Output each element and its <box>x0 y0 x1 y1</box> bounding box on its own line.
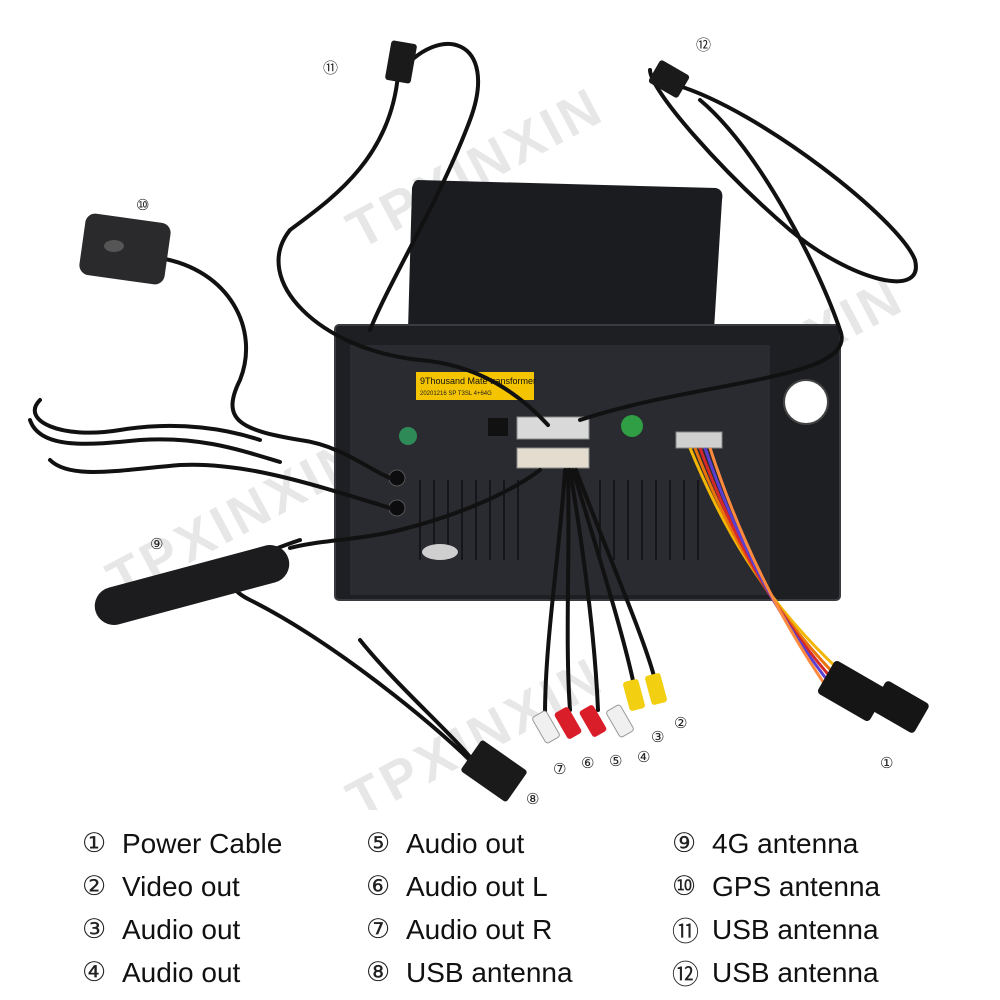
rca-plugs <box>532 673 667 744</box>
power-harness <box>688 447 851 693</box>
sticker <box>621 415 643 437</box>
usb-port <box>488 418 508 436</box>
legend-number: ⑧ <box>366 957 391 988</box>
callout-3: ③ <box>651 728 664 746</box>
legend-item: ⑥ Audio out L <box>366 865 573 908</box>
usb-plug <box>385 40 417 84</box>
legend-item: ① Power Cable <box>82 822 282 865</box>
legend-number: ⑫ <box>672 960 699 991</box>
legend-number: ④ <box>82 957 107 988</box>
legend-column: ⑤ Audio out ⑥ Audio out L ⑦ Audio out R ⑧ US… <box>366 822 573 994</box>
legend-column: ① Power Cable ② Video out ③ Audio out ④ Audi… <box>82 822 282 994</box>
legend-item: ② Video out <box>82 865 282 908</box>
legend-label: USB antenna <box>712 913 879 945</box>
legend-label: 4G antenna <box>712 827 859 859</box>
legend-label: Audio out <box>406 827 525 859</box>
usb-plug <box>461 740 527 802</box>
diagram-svg: TPXINXIN TPXINXIN TPXINXIN TPXINXIN 9Tho… <box>28 36 929 831</box>
legend-label: Video out <box>122 870 240 902</box>
connector-block <box>516 416 590 440</box>
mount-hole <box>783 379 829 425</box>
legend: ① Power Cable ② Video out ③ Audio out ④ Audi… <box>0 822 1000 1000</box>
legend-item: ⑧ USB antenna <box>366 951 573 994</box>
power-connector <box>675 431 723 449</box>
legend-item: ④ Audio out <box>82 951 282 994</box>
callout-6: ⑥ <box>581 754 594 772</box>
legend-item: ⑨ 4G antenna <box>672 822 880 865</box>
legend-item: ⑪ USB antenna <box>672 908 880 951</box>
power-plug <box>817 661 929 733</box>
callout-8: ⑧ <box>526 790 539 808</box>
model-label-text: 9Thousand Mate transformer <box>420 376 536 386</box>
gps-port <box>399 427 417 445</box>
model-label-subtext: 20201216 SP T3SL 4+64G <box>420 391 492 397</box>
legend-label: Audio out <box>122 956 241 988</box>
callout-5: ⑤ <box>609 752 622 770</box>
legend-number: ③ <box>82 914 107 945</box>
legend-number: ⑦ <box>366 914 391 945</box>
legend-number: ⑥ <box>366 871 391 902</box>
callout-7: ⑦ <box>553 760 566 778</box>
product-diagram: TPXINXIN TPXINXIN TPXINXIN TPXINXIN 9Tho… <box>28 36 929 831</box>
legend-number: ⑪ <box>672 917 699 948</box>
legend-label: GPS antenna <box>712 870 881 902</box>
callout-12: ⑫ <box>696 36 711 54</box>
legend-label: USB antenna <box>406 956 573 988</box>
legend-label: USB antenna <box>712 956 879 988</box>
callout-2: ② <box>674 714 687 732</box>
legend-item: ⑫ USB antenna <box>672 951 880 994</box>
legend-number: ⑨ <box>672 828 697 859</box>
legend-item: ⑩ GPS antenna <box>672 865 880 908</box>
callout-10: ⑩ <box>136 196 149 214</box>
legend-number: ⑩ <box>672 871 697 902</box>
callout-1: ① <box>880 754 893 772</box>
legend-label: Power Cable <box>122 827 283 859</box>
gps-antenna <box>79 213 171 285</box>
legend-label: Audio out L <box>406 870 548 902</box>
legend-label: Audio out R <box>406 913 553 945</box>
legend-number: ⑤ <box>366 828 391 859</box>
legend-item: ③ Audio out <box>82 908 282 951</box>
connector-block <box>516 447 590 469</box>
usb-plug <box>648 60 690 98</box>
badge <box>422 544 458 560</box>
head-unit-screen <box>408 180 723 330</box>
legend-item: ⑤ Audio out <box>366 822 573 865</box>
4g-antenna <box>94 545 290 625</box>
legend-item: ⑦ Audio out R <box>366 908 573 951</box>
callout-9: ⑨ <box>150 535 163 553</box>
head-unit-body: 9Thousand Mate transformer 20201216 SP T… <box>334 324 841 601</box>
callout-11: ⑪ <box>323 59 338 77</box>
legend-number: ② <box>82 871 107 902</box>
legend-number: ① <box>82 828 107 859</box>
legend-label: Audio out <box>122 913 241 945</box>
callout-4: ④ <box>637 748 650 766</box>
